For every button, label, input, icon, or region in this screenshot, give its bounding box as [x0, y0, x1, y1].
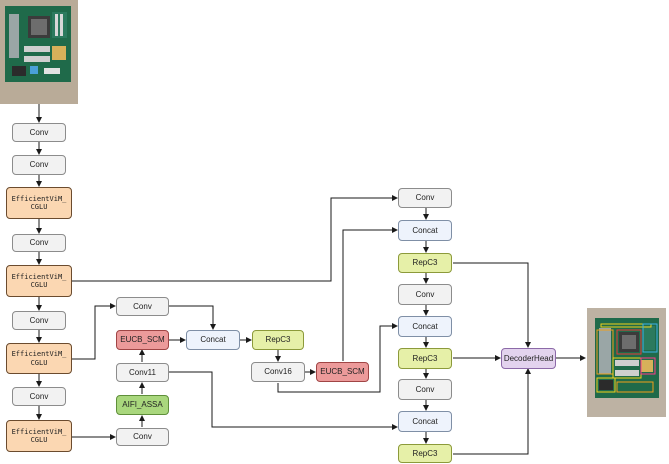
efficientvim-cglu-block-4[interactable]: EfficientViM_ CGLU: [6, 420, 72, 452]
aifi-assa-block[interactable]: AIFI_ASSA: [116, 395, 169, 415]
decoder-head[interactable]: DecoderHead: [501, 348, 556, 369]
edge-eff3-mconva: [72, 303, 116, 360]
backbone-conv-4[interactable]: Conv: [12, 311, 66, 330]
head-repc3-2[interactable]: RepC3: [398, 348, 452, 369]
eucb-scm-block-2[interactable]: EUCB_SCM: [316, 362, 369, 382]
head-concat-1[interactable]: Concat: [398, 220, 452, 241]
head-concat-3[interactable]: Concat: [398, 411, 452, 432]
edge-rrepc3-1-decoder: [453, 262, 531, 348]
head-conv-3[interactable]: Conv: [398, 379, 452, 400]
head-conv-2[interactable]: Conv: [398, 284, 452, 305]
efficientvim-cglu-block-3[interactable]: EfficientViM_ CGLU: [6, 343, 72, 374]
neck-conv-top[interactable]: Conv: [116, 297, 169, 316]
edge-mconva-concat: [169, 305, 216, 330]
head-conv-1[interactable]: Conv: [398, 188, 452, 208]
head-concat-2[interactable]: Concat: [398, 316, 452, 337]
conv11-block[interactable]: Conv11: [116, 363, 169, 382]
output-image: [587, 308, 666, 417]
head-repc3-1[interactable]: RepC3: [398, 253, 452, 273]
neck-conv-bottom[interactable]: Conv: [116, 428, 169, 446]
backbone-conv-3[interactable]: Conv: [12, 234, 66, 252]
head-repc3-3[interactable]: RepC3: [398, 444, 452, 463]
edge-eucb2-rconcat1: [342, 227, 398, 361]
backbone-conv-5[interactable]: Conv: [12, 387, 66, 406]
conv16-block[interactable]: Conv16: [251, 362, 305, 382]
edge-conv11-rconcat3: [169, 371, 398, 430]
efficientvim-cglu-block-2[interactable]: EfficientViM_ CGLU: [6, 265, 72, 297]
eucb-scm-block-1[interactable]: EUCB_SCM: [116, 330, 169, 350]
input-image: [0, 0, 78, 104]
backbone-conv-1[interactable]: Conv: [12, 123, 66, 142]
neck-concat[interactable]: Concat: [186, 330, 240, 350]
edge-conv16-rconcat2: [277, 323, 398, 393]
edge-eff2-rconv1: [72, 195, 398, 282]
efficientvim-cglu-block-1[interactable]: EfficientViM_ CGLU: [6, 187, 72, 219]
edge-rrepc3-3-decoder: [453, 368, 531, 455]
backbone-conv-2[interactable]: Conv: [12, 155, 66, 175]
neck-repc3[interactable]: RepC3: [252, 330, 304, 350]
